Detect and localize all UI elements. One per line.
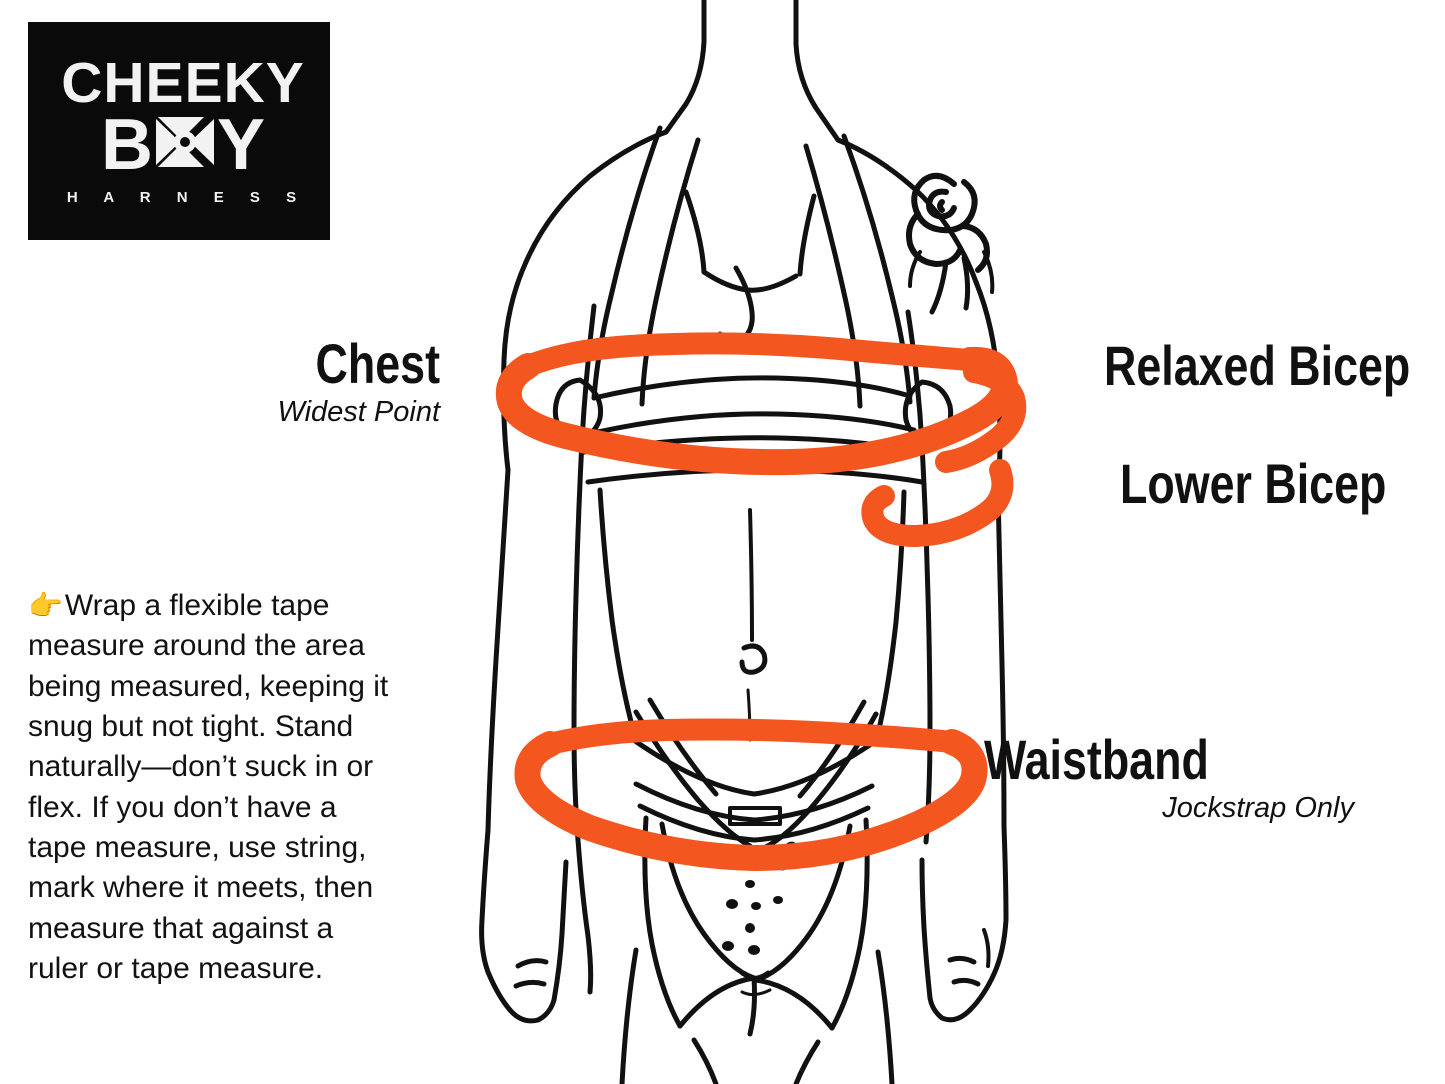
logo-letter-y: Y (216, 105, 266, 186)
measuring-instructions-text: Wrap a flexible tape measure around the … (28, 589, 389, 986)
callout-waistband-title: Waistband (984, 728, 1209, 791)
rose-tattoo-icon (906, 172, 995, 315)
waistband-measurement-loop (514, 718, 988, 871)
callout-lower-bicep: Lower Bicep (1120, 456, 1445, 512)
lower-bicep-measurement-loop (861, 459, 1014, 547)
callout-lower-bicep-title: Lower Bicep (1120, 452, 1387, 515)
callout-relaxed-bicep-title: Relaxed Bicep (1104, 334, 1411, 397)
callout-chest-title: Chest (315, 332, 440, 395)
callout-relaxed-bicep: Relaxed Bicep (1104, 338, 1445, 394)
relaxed-bicep-measurement-loop (935, 361, 1027, 473)
pointing-right-emoji: 👉 (28, 590, 63, 621)
callout-waistband-subtitle: Jockstrap Only (1162, 792, 1354, 824)
brand-logo: CHEEKY B Y H A R N E S S (28, 22, 330, 240)
logo-line-harness: H A R N E S S (66, 188, 308, 206)
logo-line-boy: B Y (100, 105, 266, 186)
torso-illustration (398, 0, 1098, 1084)
logo-line-cheeky: CHEEKY (61, 51, 305, 116)
callout-waistband: Waistband Jockstrap Only (984, 732, 1354, 823)
o-ring-x-icon (154, 115, 216, 177)
callout-chest: Chest Widest Point (120, 336, 440, 427)
callout-chest-subtitle: Widest Point (277, 396, 440, 428)
logo-letter-b: B (100, 105, 153, 186)
measuring-instructions: 👉Wrap a flexible tape measure around the… (28, 586, 400, 989)
